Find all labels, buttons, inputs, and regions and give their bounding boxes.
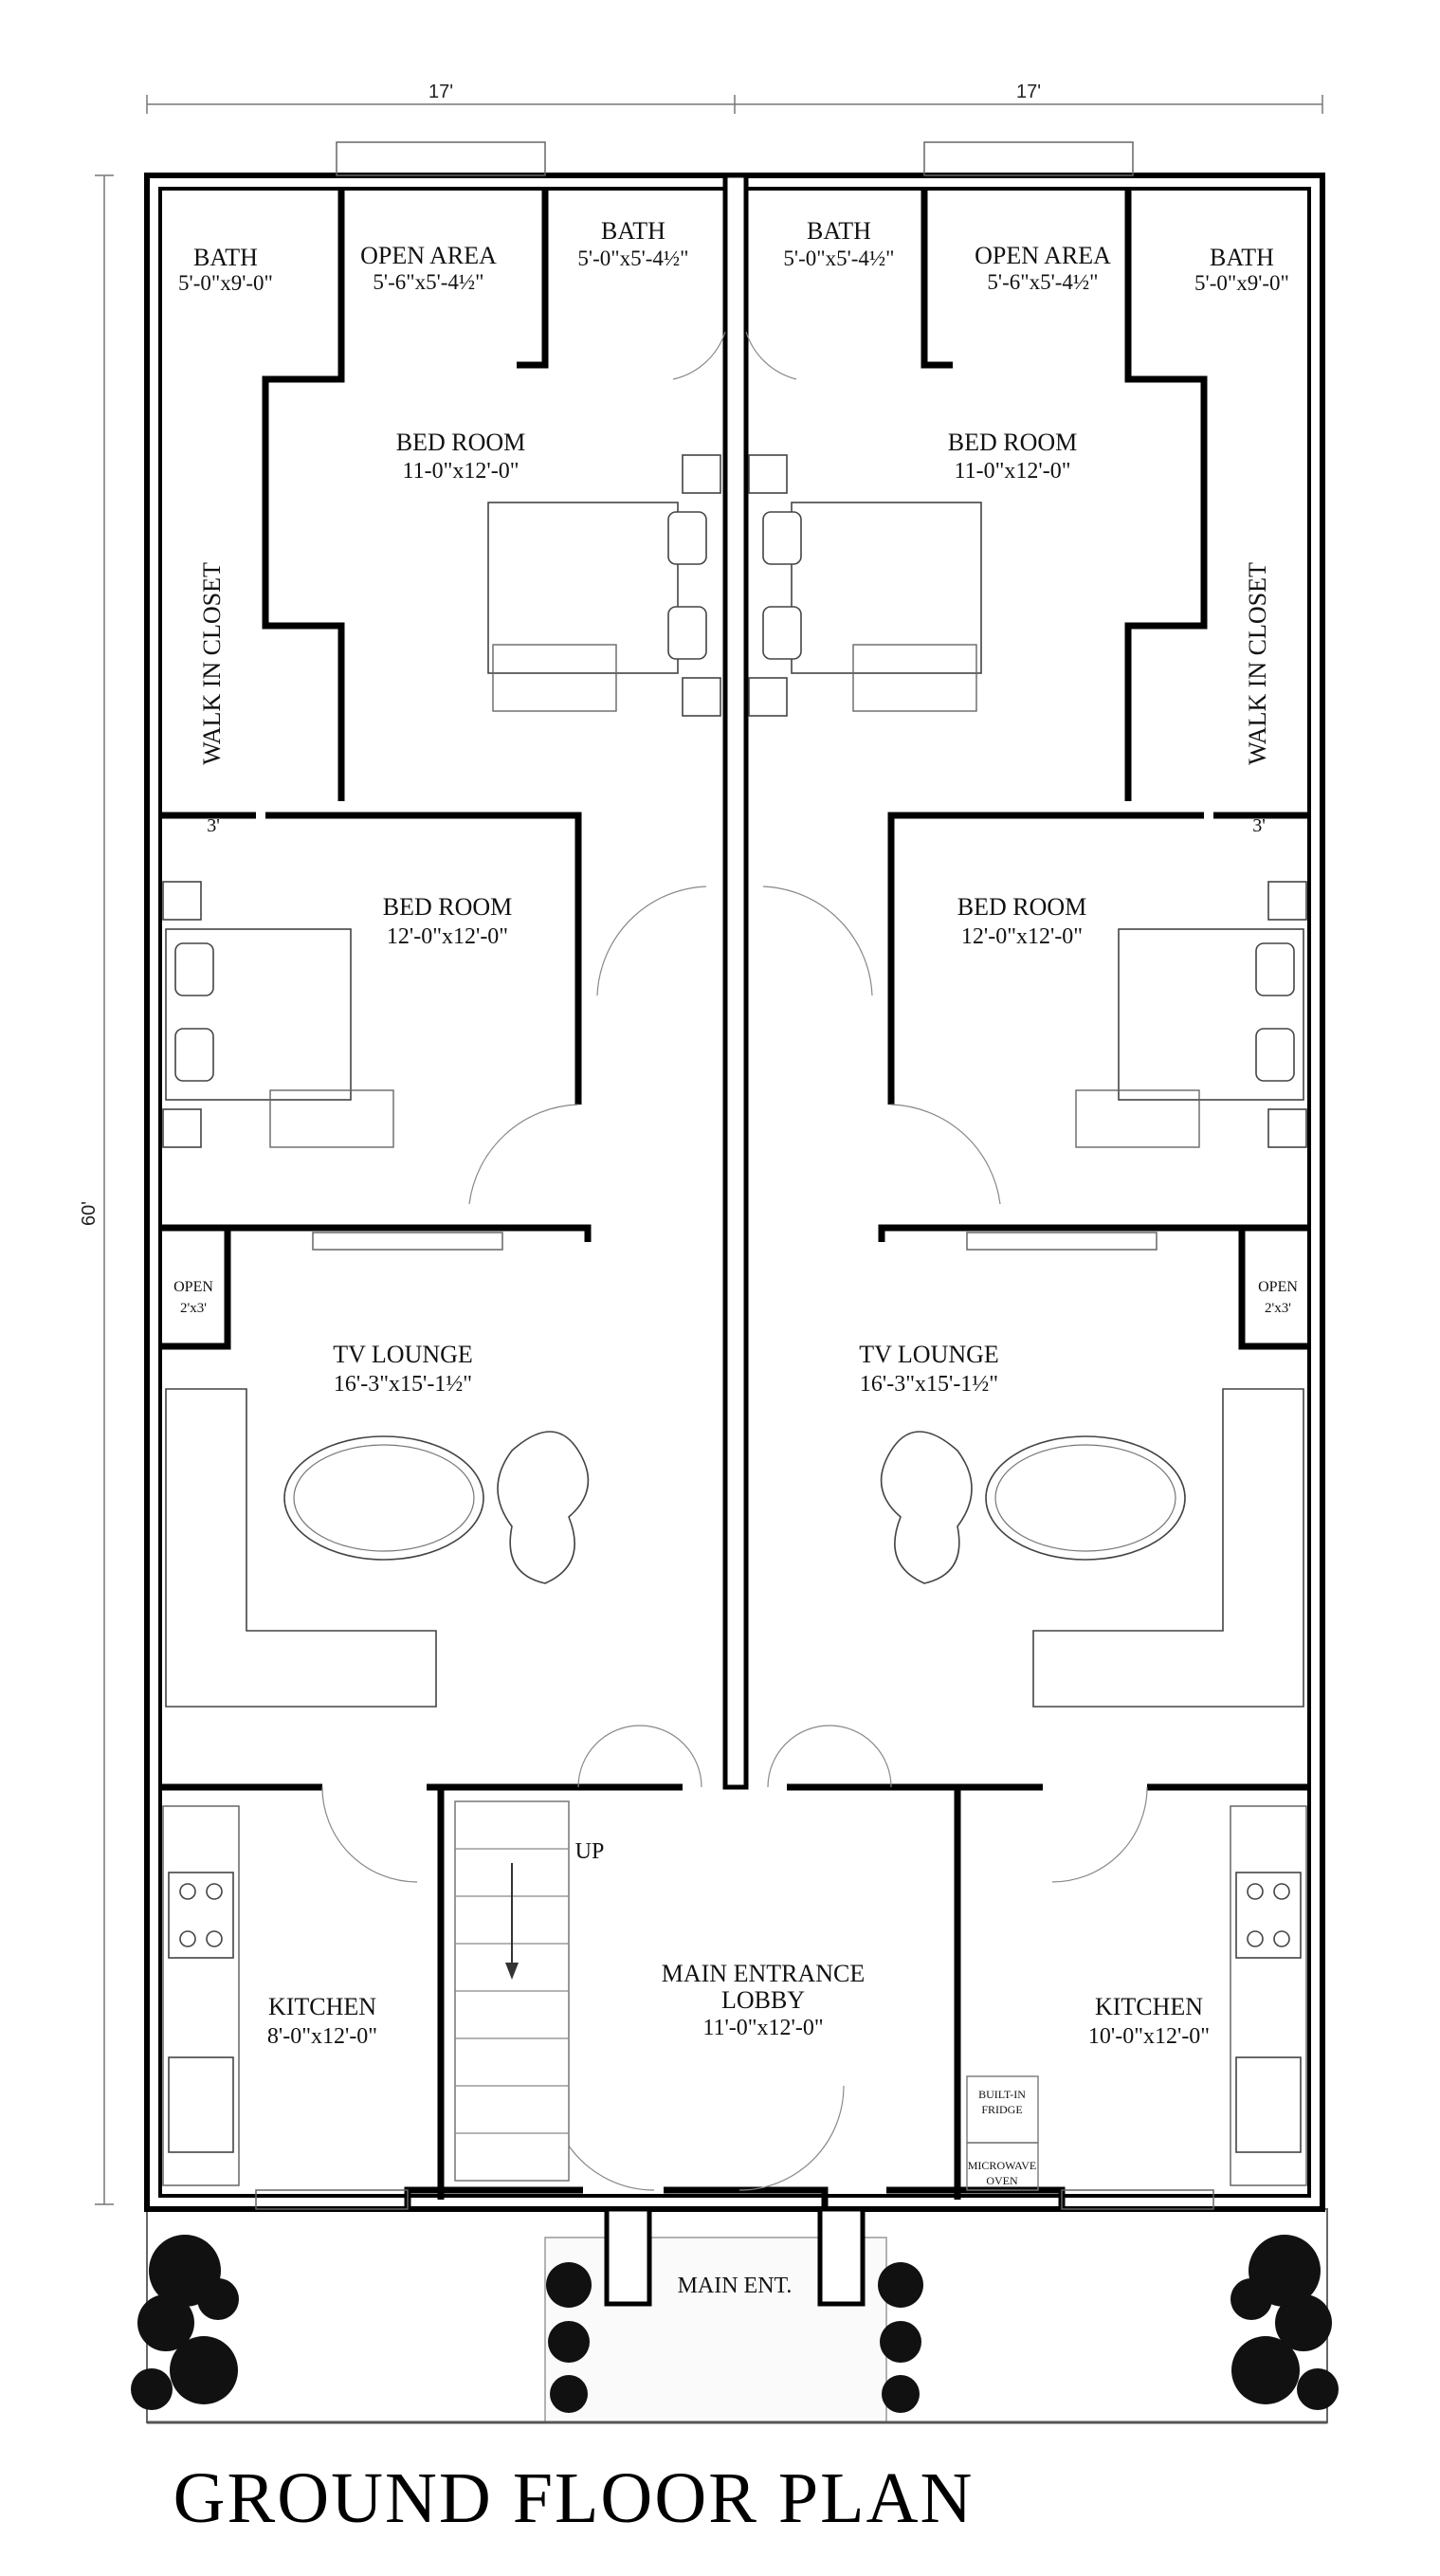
left-bath-a-name: BATH	[193, 244, 258, 271]
lobby-size: 11'-0"x12'-0"	[702, 2016, 823, 2040]
right-kitchen-name: KITCHEN	[1095, 1993, 1203, 2020]
right-kitchen-counter	[966, 1805, 1307, 2191]
right-bed-room-1-size: 11-0"x12'-0"	[954, 459, 1070, 484]
left-bed-room-2-bed	[162, 881, 394, 1148]
right-bed-room-2-bed	[1075, 881, 1307, 1148]
right-open-small-name: OPEN	[1258, 1279, 1298, 1295]
right-kitchen-size: 10'-0"x12'-0"	[1088, 2024, 1210, 2049]
left-tv-lounge-size: 16'-3"x15'-1½"	[334, 1372, 472, 1397]
right-lounge-furniture	[880, 1232, 1304, 1708]
lobby-name-line2: LOBBY	[721, 1986, 805, 2014]
left-kitchen-name: KITCHEN	[268, 1993, 376, 2020]
party-wall	[722, 173, 749, 1790]
right-bed-room-2-name: BED ROOM	[957, 893, 1087, 921]
left-open-area-name: OPEN AREA	[360, 242, 497, 269]
stair-up-label: UP	[575, 1839, 605, 1864]
main-entrance-label: MAIN ENT.	[678, 2274, 793, 2298]
right-closet-name: WALK IN CLOSET	[1244, 562, 1271, 765]
right-bath-b-size: 5'-0"x5'-4½"	[783, 247, 894, 270]
width-dimension-right: 17'	[1016, 82, 1041, 102]
left-open-small-name: OPEN	[173, 1279, 213, 1295]
left-bed-room-2-size: 12'-0"x12'-0"	[387, 924, 508, 949]
left-closet-name: WALK IN CLOSET	[198, 562, 226, 765]
dimension-lines	[95, 95, 1323, 2205]
plan-title: GROUND FLOOR PLAN	[173, 2458, 975, 2538]
left-kitchen-counter	[162, 1805, 240, 2186]
left-open-area-size: 5'-6"x5'-4½"	[373, 270, 483, 294]
left-bath-a-size: 5'-0"x9'-0"	[178, 271, 273, 295]
right-bed-room-1-name: BED ROOM	[948, 429, 1078, 456]
left-kitchen-size: 8'-0"x12'-0"	[267, 2024, 377, 2049]
right-bath-a-size: 5'-0"x9'-0"	[1194, 271, 1289, 295]
right-bath-b-name: BATH	[807, 217, 871, 245]
fridge-label-line1: BUILT-IN	[978, 2088, 1026, 2101]
door-swings	[321, 331, 1148, 2191]
right-tv-lounge-size: 16'-3"x15'-1½"	[860, 1372, 998, 1397]
right-open-small-size: 2'x3'	[1265, 1301, 1291, 1316]
right-bed-room-2-size: 12'-0"x12'-0"	[961, 924, 1083, 949]
left-open-small-size: 2'x3'	[180, 1301, 207, 1316]
left-closet-width: 3'	[207, 815, 220, 836]
left-tv-lounge-name: TV LOUNGE	[333, 1341, 473, 1368]
fridge-label-line2: FRIDGE	[981, 2103, 1022, 2116]
front-windows	[255, 141, 1214, 2210]
front-yard	[146, 2208, 1328, 2424]
right-tv-lounge-name: TV LOUNGE	[859, 1341, 999, 1368]
left-bed-room-1-size: 11-0"x12'-0"	[402, 459, 519, 484]
left-bed-room-1-bed	[487, 454, 721, 717]
depth-dimension: 60'	[79, 1201, 100, 1226]
shrubs	[131, 2235, 1339, 2413]
right-closet-width: 3'	[1252, 815, 1266, 836]
left-bath-b-name: BATH	[601, 217, 665, 245]
staircase	[454, 1800, 570, 2182]
right-bed-room-1-bed	[748, 454, 982, 717]
left-bath-b-size: 5'-0"x5'-4½"	[577, 247, 688, 270]
microwave-label-line2: OVEN	[986, 2174, 1018, 2187]
left-lounge-furniture	[165, 1232, 590, 1708]
right-unit-walls	[787, 189, 1309, 2209]
left-unit-walls	[160, 189, 829, 2209]
right-open-area-name: OPEN AREA	[975, 242, 1111, 269]
lobby-name-line1: MAIN ENTRANCE	[662, 1960, 866, 1987]
gate-pillars	[604, 2206, 866, 2307]
right-open-area-size: 5'-6"x5'-4½"	[987, 270, 1098, 294]
left-bed-room-1-name: BED ROOM	[396, 429, 526, 456]
width-dimension-left: 17'	[428, 82, 453, 102]
microwave-label-line1: MICROWAVE	[968, 2159, 1036, 2172]
left-bed-room-2-name: BED ROOM	[383, 893, 513, 921]
right-bath-a-name: BATH	[1210, 244, 1274, 271]
